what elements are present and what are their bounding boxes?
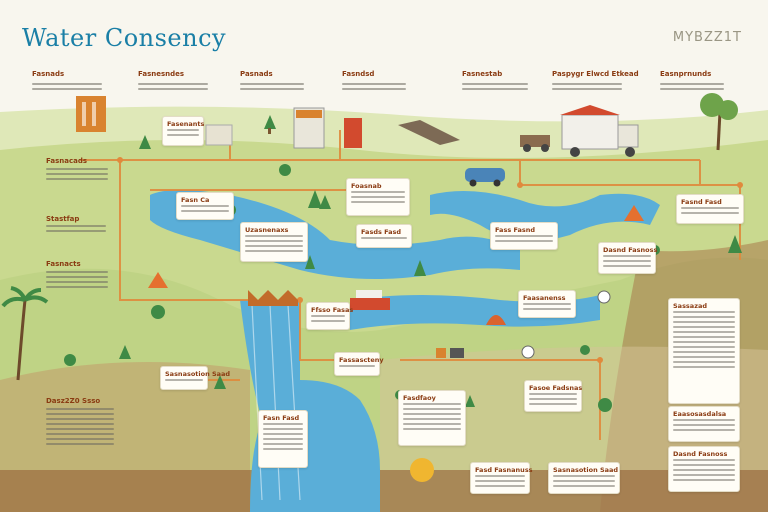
card-center-right: Fasds Fasd	[356, 224, 412, 248]
top-text-7	[660, 80, 724, 90]
top-label-7: Easnprnunds	[660, 70, 712, 78]
card-right: Fasnd Fasd	[676, 194, 744, 224]
card-waterfall: Fasn Fasd	[258, 410, 308, 468]
top-text-2	[138, 80, 208, 90]
left-text-3	[46, 268, 108, 288]
left-label-3: Fasnacts	[46, 260, 81, 268]
top-label-4: Fasndsd	[342, 70, 375, 78]
card-bottom-1: Fasd Fasnanuss	[470, 462, 533, 494]
left-label-1: Fasnacads	[46, 157, 88, 165]
top-label-3: Pasnads	[240, 70, 273, 78]
card-cliff: Fasenants	[162, 116, 204, 146]
left-label-2: Stastfap	[46, 215, 80, 223]
left-text-1	[46, 165, 108, 180]
card-right-mid: Fass Fasnd	[490, 222, 558, 250]
card-boat: Ffsso Fasas	[306, 302, 353, 330]
card-lower-right: Fasoe Fadsnas	[524, 380, 582, 412]
top-label-5: Fasnestab	[462, 70, 503, 78]
top-text-1	[32, 80, 102, 90]
card-far-right-1: Sassazad	[668, 298, 740, 404]
page-title: Water Consency	[22, 24, 227, 52]
top-label-6: Paspygr Elwcd Etkead	[552, 70, 639, 78]
top-label-2: Fasnesndes	[138, 70, 185, 78]
card-upper-left: Fasn Ca	[176, 192, 234, 220]
card-lower-center: Fasdfaoy	[398, 390, 466, 446]
top-text-6	[552, 80, 622, 90]
card-middle-left: Uzasnenaxs	[240, 222, 308, 262]
card-center-top: Foasnab	[346, 178, 410, 216]
left-bottom-label: Dasz2Z0 Ssso	[46, 397, 101, 405]
top-text-5	[462, 80, 528, 90]
left-bottom-text	[46, 405, 114, 445]
card-bottom-2: Sasnasotion Saad	[548, 462, 620, 494]
top-label-1: Fasnads	[32, 70, 65, 78]
top-text-4	[342, 80, 406, 90]
card-mid-center: Faasanenss	[518, 290, 576, 318]
card-left-mid: Sasnasotion Saad	[160, 366, 230, 390]
top-text-3	[240, 80, 304, 90]
card-far-right-small: Dasnd Fasnoss	[598, 242, 657, 274]
card-lower-left: Fassascteny	[334, 352, 384, 376]
card-far-right-3: Dasnd Fasnoss	[668, 446, 740, 492]
left-text-2	[46, 222, 106, 232]
brand-logo: MYBZZ1T	[672, 30, 742, 45]
card-far-right-2: Eaasosasdalsa	[668, 406, 740, 442]
